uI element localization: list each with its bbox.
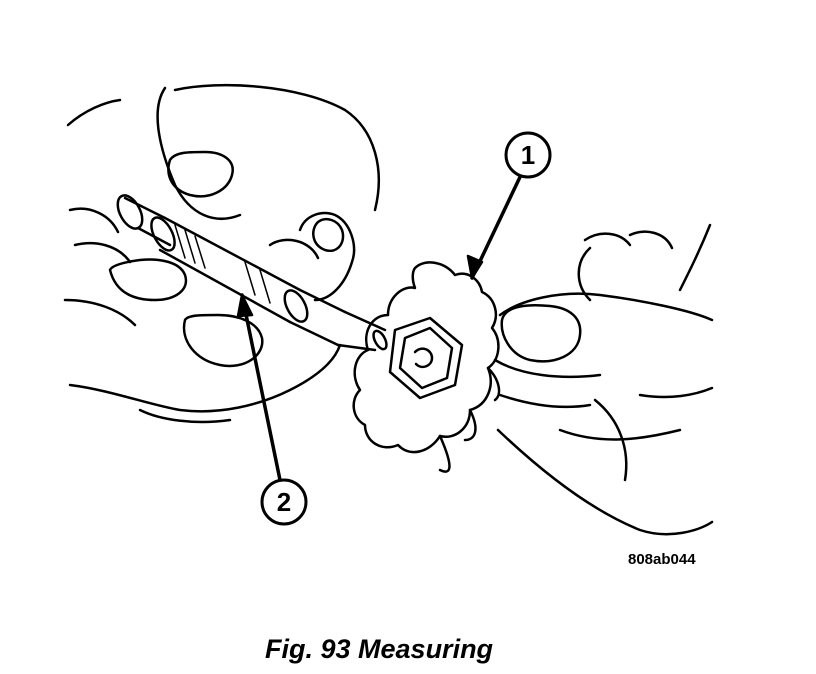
callout-2-number: 2 xyxy=(276,487,292,517)
callout-1-number: 1 xyxy=(520,140,536,170)
callout-2-marker xyxy=(236,293,308,526)
callout-1-marker xyxy=(466,131,552,280)
right-hand xyxy=(493,223,714,536)
micrometer xyxy=(116,194,388,352)
oil-pump-rotor xyxy=(352,261,501,473)
figure-caption: Fig. 93 Measuring xyxy=(265,634,494,664)
figure-code: 808ab044 xyxy=(628,551,696,568)
left-hand xyxy=(63,83,380,424)
